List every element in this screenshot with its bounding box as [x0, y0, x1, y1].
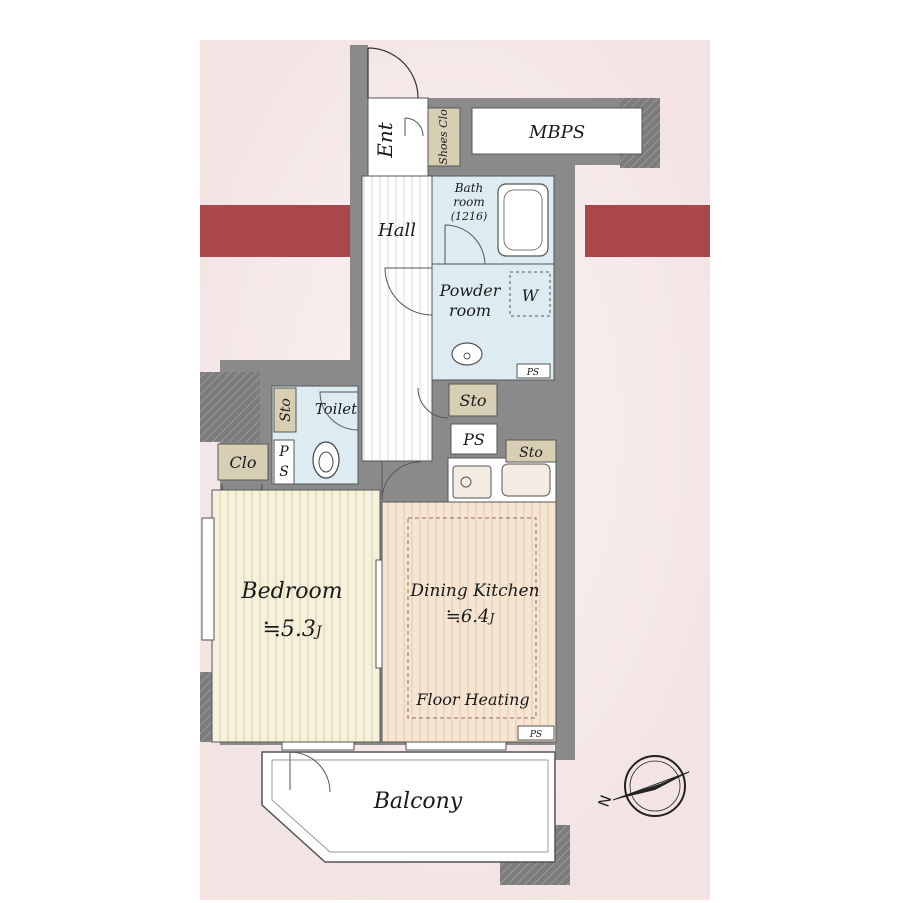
mbps-shaft: [471, 107, 643, 155]
ps-shaft-2: [517, 725, 555, 741]
toilet-label: Toilet: [315, 400, 358, 418]
mbps-label: MBPS: [528, 122, 585, 143]
hall-storage-label: Sto: [459, 391, 486, 410]
kitchen-storage-label: Sto: [519, 445, 543, 461]
bedroom-sliding-door[interactable]: [375, 559, 383, 669]
powder-label-2: room: [449, 301, 491, 320]
hall-label: Hall: [377, 220, 416, 241]
shoes-closet-doors[interactable]: [404, 117, 424, 137]
bedroom-size-unit: J: [313, 624, 323, 640]
shoes-closet-label: Shoes Clo: [437, 109, 450, 165]
balcony: [261, 751, 556, 863]
ps-label-2: PS: [529, 730, 542, 740]
balcony-window-left[interactable]: [281, 741, 355, 751]
toilet-ps-p: P: [278, 444, 289, 460]
bedroom-size: ≒5.3J: [262, 617, 322, 642]
balcony-window-right[interactable]: [405, 741, 507, 751]
bedroom-window: [201, 517, 215, 641]
dining-size-unit: J: [486, 611, 495, 625]
stove-icon: [452, 465, 492, 499]
closet: [217, 443, 269, 481]
balcony-door[interactable]: [289, 751, 331, 793]
balcony-label: Balcony: [373, 789, 463, 814]
dining-kitchen: [381, 501, 557, 743]
powder-room: [431, 263, 555, 381]
powder-label-1: Powder: [439, 281, 502, 300]
accent-band-right: [585, 205, 710, 257]
accent-band-left: [200, 205, 350, 257]
bathroom-label-2: room: [453, 195, 485, 209]
kitchen-storage: [505, 439, 557, 463]
toilet-ps-s: S: [279, 464, 289, 480]
shoes-closet: [427, 107, 461, 167]
bathtub-icon: [497, 183, 549, 257]
floor-heating-area: [407, 517, 537, 719]
compass-icon: [612, 755, 690, 817]
dining-size: ≒6.4J: [446, 606, 496, 627]
bathroom-door[interactable]: [444, 224, 486, 266]
bathroom-size: (1216): [451, 210, 488, 223]
entry-door[interactable]: [367, 47, 419, 99]
toilet-storage: [273, 387, 297, 433]
ps-hall-label: PS: [462, 430, 485, 449]
kitchen-sink-icon: [501, 463, 551, 497]
bedroom: [211, 489, 381, 743]
washer-label: W: [522, 286, 540, 305]
floor-heating-label: Floor Heating: [415, 690, 529, 709]
hall-floor: [361, 175, 433, 462]
entrance-floor: [367, 97, 429, 177]
sink-icon: [451, 342, 483, 366]
ps-label-1: PS: [526, 368, 539, 378]
bedroom-door[interactable]: [381, 461, 421, 501]
dining-label: Dining Kitchen: [409, 581, 539, 601]
washer-space: [509, 271, 551, 317]
bedroom-size-value: ≒5.3: [262, 617, 315, 642]
ps-hall: [450, 423, 498, 455]
hall-storage: [448, 383, 498, 417]
hall-door[interactable]: [384, 267, 433, 316]
bedroom-label: Bedroom: [240, 579, 342, 604]
bathroom-label-1: Bath: [454, 181, 484, 195]
toilet-icon: [312, 441, 340, 479]
entrance-label: Ent: [373, 121, 397, 158]
ps-shaft-1: [516, 363, 551, 379]
toilet-ps: [273, 439, 295, 485]
toilet-storage-label: Sto: [278, 398, 294, 422]
closet-label: Clo: [230, 453, 257, 472]
toilet-door[interactable]: [319, 391, 359, 431]
dining-size-value: ≒6.4: [446, 606, 490, 627]
hall-storage-door[interactable]: [417, 387, 449, 419]
